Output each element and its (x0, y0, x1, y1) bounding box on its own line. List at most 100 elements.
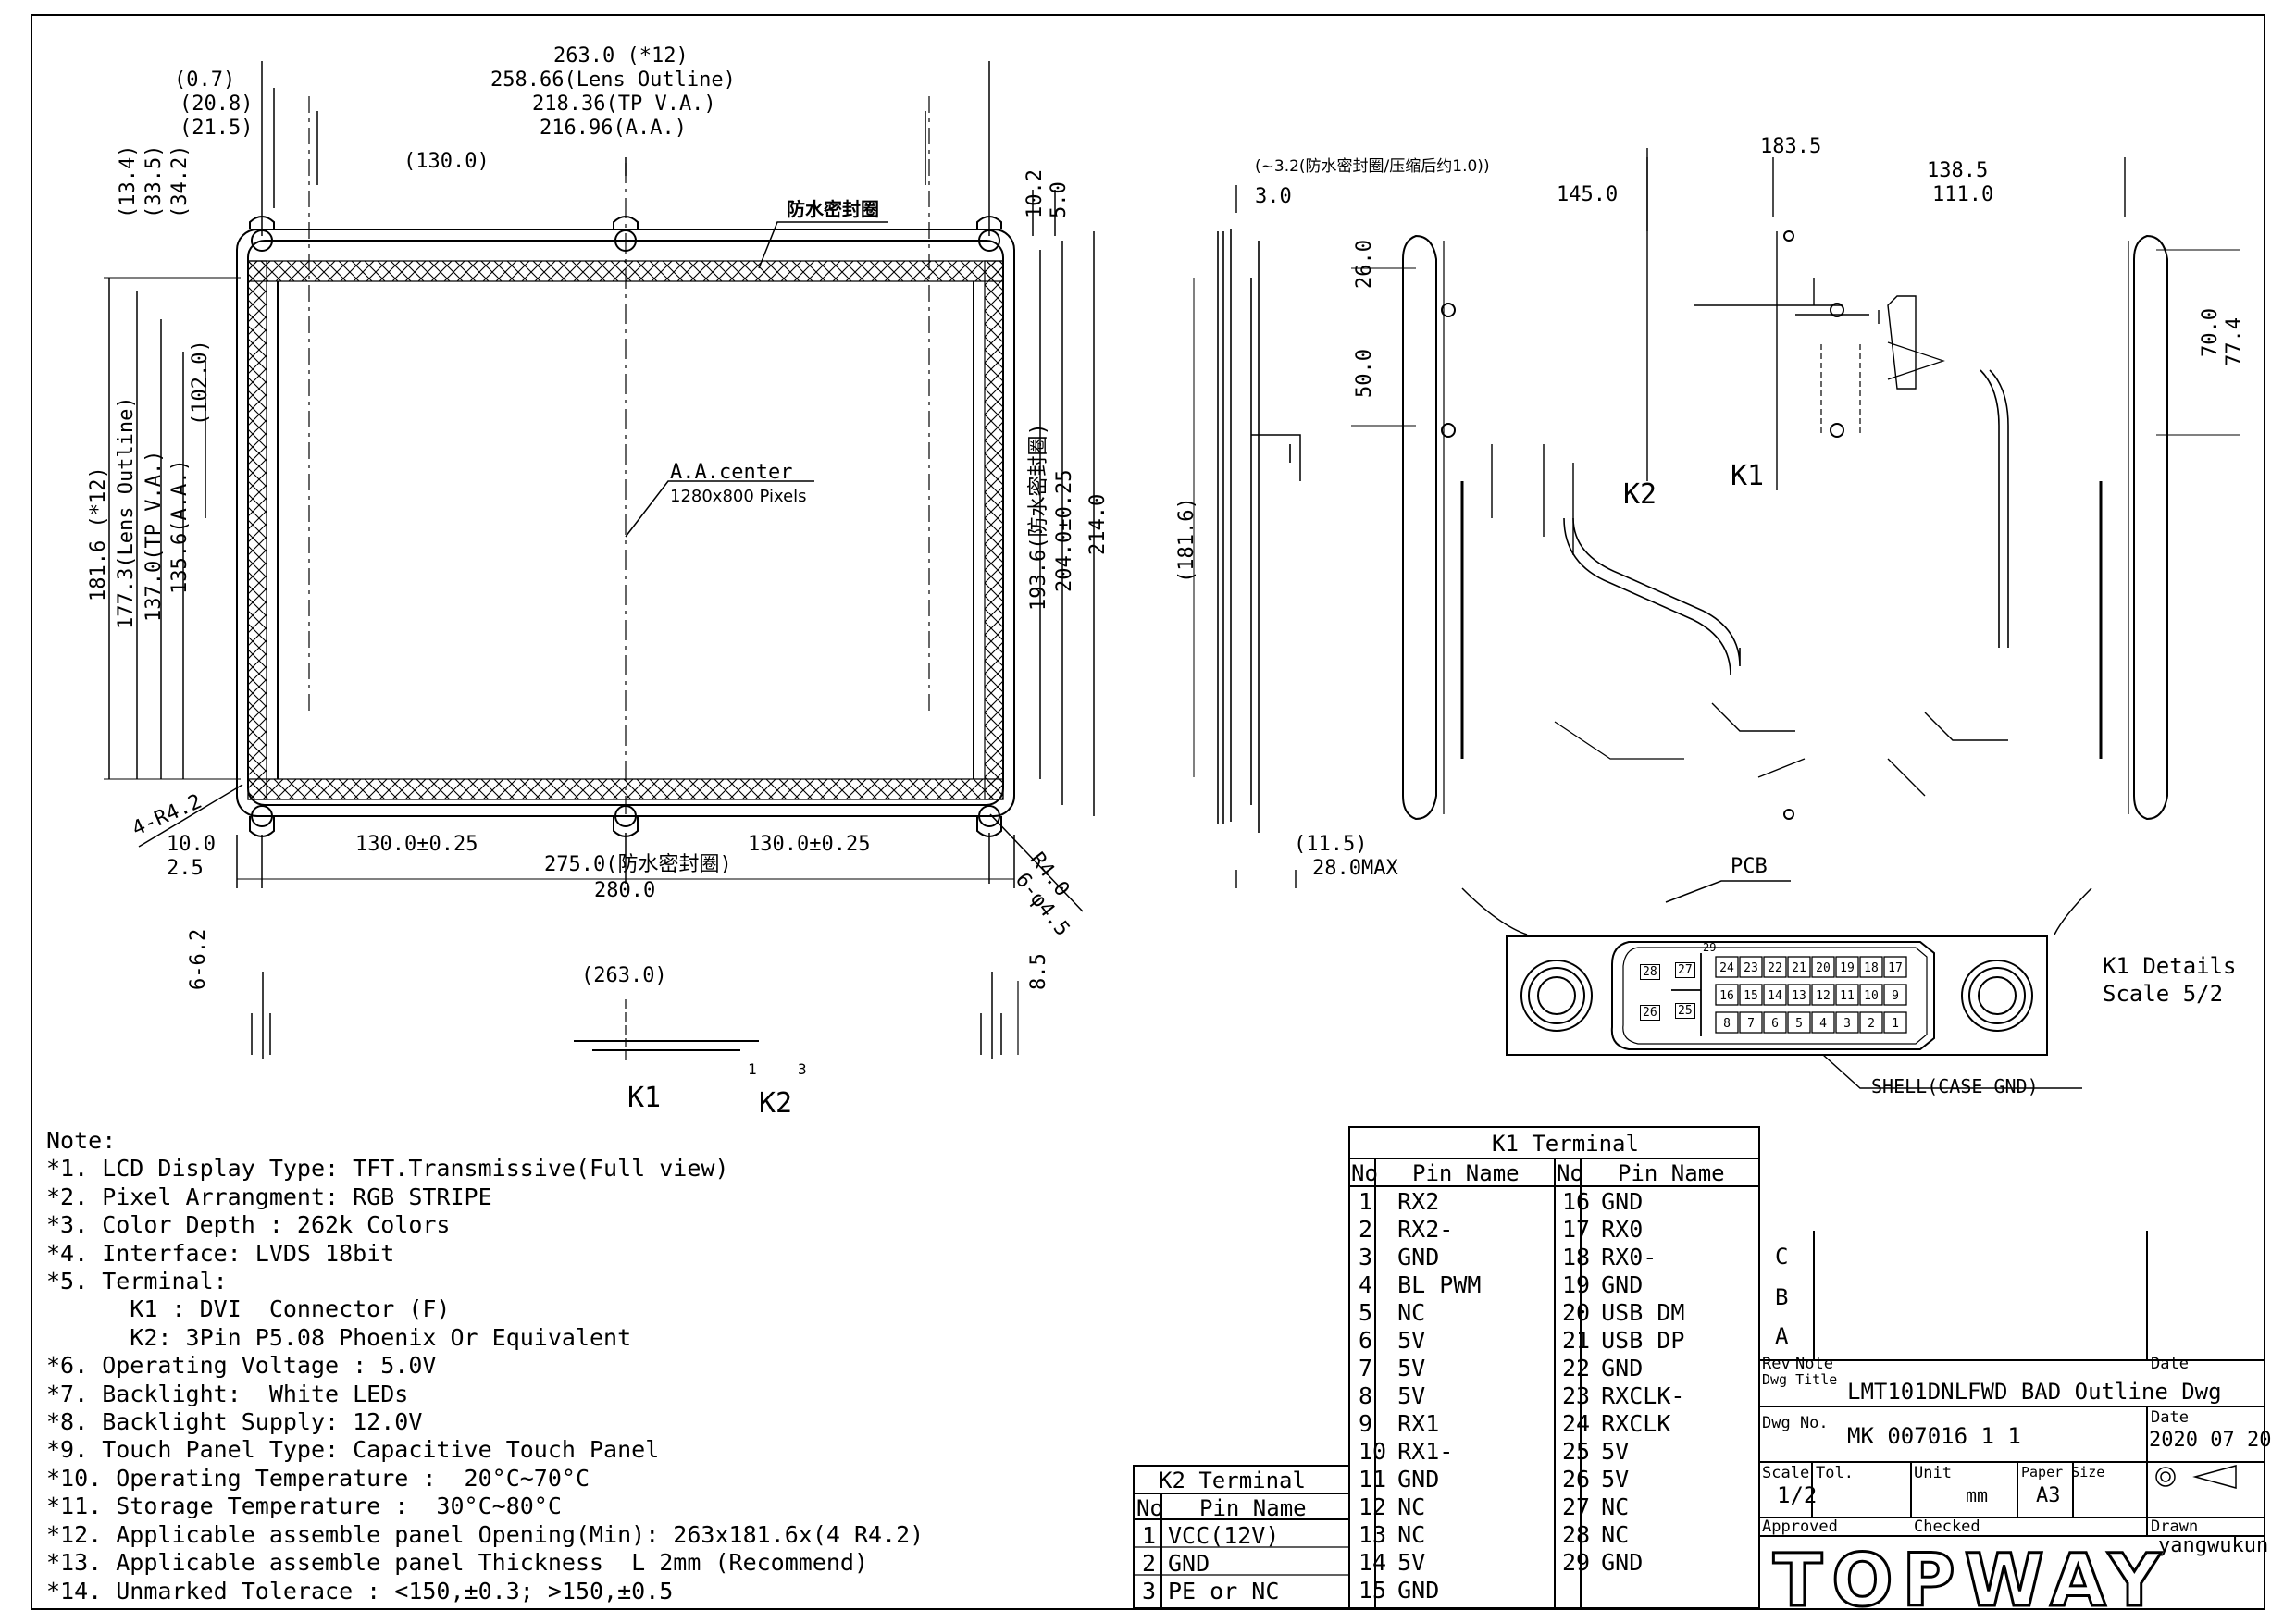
paper-size-value: A3 (2036, 1484, 2061, 1507)
bottom-k1-label: K1 (627, 1082, 662, 1114)
k1-pin-box (1859, 984, 1883, 1006)
dim-top-right-2: 5.0 (1048, 181, 1071, 218)
bottom-view-outline (251, 972, 1019, 1064)
dim-bottom-left-2: 2.5 (167, 857, 204, 880)
note-line: K2: 3Pin P5.08 Phoenix Or Equivalent (46, 1323, 632, 1351)
k1-pin-number: 22 (1768, 961, 1782, 975)
k2-table-rows (1134, 1546, 1349, 1576)
rev-label: Rev (1762, 1355, 1791, 1373)
dwg-title-label: Dwg Title (1762, 1371, 1838, 1388)
k1-pin-no: 2 (1359, 1216, 1373, 1243)
k1-pin-box (1883, 1011, 1907, 1034)
k1-pin-number: 12 (1816, 989, 1831, 1003)
rear-dim-145: 145.0 (1557, 183, 1619, 206)
k1-pin-number: 18 (1864, 961, 1879, 975)
k1-pin-name: BL PWM (1397, 1271, 1482, 1298)
note-line: *1. LCD Display Type: TFT.Transmissive(F… (46, 1155, 729, 1183)
k1-pin-no: 15 (1359, 1577, 1387, 1604)
k1-table-title: K1 Terminal (1492, 1131, 1639, 1157)
k1-pin-box (1811, 1011, 1835, 1034)
k1-pin-no: 4 (1359, 1271, 1373, 1298)
k1-pin-no: 23 (1562, 1382, 1591, 1409)
dim-aa-height: 135.6(A.A.) (168, 459, 192, 594)
k1-pin-no: 14 (1359, 1549, 1387, 1576)
k1-pin-26: 26 (1640, 1005, 1660, 1021)
k1-pin-name: NC (1601, 1493, 1630, 1520)
dim-offset-2: (20.8) (180, 93, 254, 116)
notes-heading: Note: (46, 1127, 117, 1154)
k1-pin-box (1715, 956, 1739, 978)
rear-dim-70: 70.0 (2199, 308, 2222, 357)
note-line: *14. Unmarked Tolerace : <150,±0.3; >150… (46, 1577, 674, 1604)
k1-pin-no: 19 (1562, 1271, 1591, 1298)
k1-pin-number: 7 (1747, 1017, 1755, 1031)
k1-pin-name: USB DP (1601, 1327, 1685, 1354)
paper-size-label: Paper Size (2021, 1464, 2105, 1481)
dim-pitch-left: 130.0±0.25 (355, 833, 478, 856)
dim-bezel-width: 280.0 (594, 879, 656, 902)
date-value: 2020 07 20 (2149, 1429, 2272, 1452)
dim-left-offset-3: (34.2) (168, 144, 192, 218)
rear-k2-label: K2 (1623, 478, 1657, 511)
side-dim-3: 3.0 (1255, 185, 1292, 208)
k1-header-no-right: No (1557, 1160, 1583, 1186)
k1-details-scale: Scale 5/2 (2103, 981, 2224, 1007)
k1-pin-box (1859, 956, 1883, 978)
pixel-count-label: 1280x800 Pixels (670, 487, 807, 506)
k1-header-name-left: Pin Name (1412, 1160, 1520, 1186)
k1-pin-box (1763, 1011, 1787, 1034)
note-line: *3. Color Depth : 262k Colors (46, 1211, 451, 1239)
dwg-no-label: Dwg No. (1762, 1414, 1829, 1432)
slot-dim-label: 6-6.2 (187, 928, 210, 990)
k1-pin29-label: 29 (1703, 941, 1717, 954)
k1-pin-no: 12 (1359, 1493, 1387, 1520)
k1-pin-name: NC (1397, 1493, 1426, 1520)
k1-pin-number: 21 (1792, 961, 1806, 975)
k2-pin-no: 3 (1142, 1578, 1157, 1604)
drawn-by: yangwukun (2158, 1534, 2269, 1557)
dim-aa-width: 216.96(A.A.) (540, 117, 687, 140)
rear-dim-26: 26.0 (1353, 240, 1376, 289)
note-line: *2. Pixel Arrangment: RGB STRIPE (46, 1183, 492, 1210)
dim-hole-pitch-height: 204.0±0.25 (1053, 469, 1076, 592)
k2-pin-no: 1 (1142, 1522, 1157, 1549)
k1-pin-number: 19 (1840, 961, 1855, 975)
k1-pin-number: 4 (1819, 1017, 1827, 1031)
k1-details-title: K1 Details (2103, 953, 2237, 979)
note-line: *12. Applicable assemble panel Opening(M… (46, 1520, 925, 1548)
dim-seal-height: 193.6(防水密封圈) (1027, 423, 1050, 611)
k2-header-name: Pin Name (1199, 1495, 1307, 1521)
dim-left-offset-2: (33.5) (143, 144, 166, 218)
k1-pin-number: 14 (1768, 989, 1782, 1003)
k1-pin-name: RX0- (1601, 1244, 1657, 1270)
rear-dim-111: 111.0 (1932, 183, 1994, 206)
notes-block: Note: *1. LCD Display Type: TFT.Transmis… (46, 1127, 924, 1605)
k1-pin-name: GND (1397, 1466, 1440, 1493)
k1-pin-no: 8 (1359, 1382, 1373, 1409)
k1-pin-box (1787, 1011, 1811, 1034)
note-line: *9. Touch Panel Type: Capacitive Touch P… (46, 1436, 660, 1464)
date-label: Date (2151, 1408, 2189, 1427)
k1-pin-no: 22 (1562, 1355, 1591, 1381)
note-line: *8. Backlight Supply: 12.0V (46, 1408, 423, 1436)
k1-pin-number: 2 (1868, 1017, 1875, 1031)
k1-pin-no: 29 (1562, 1549, 1591, 1576)
k1-pin-name: RX2 (1397, 1188, 1440, 1215)
approved-label: Approved (1762, 1518, 1838, 1536)
k1-header-name-right: Pin Name (1618, 1160, 1725, 1186)
k2-header-no: No (1136, 1495, 1163, 1521)
bottom-height-dim: 8.5 (1027, 953, 1050, 990)
